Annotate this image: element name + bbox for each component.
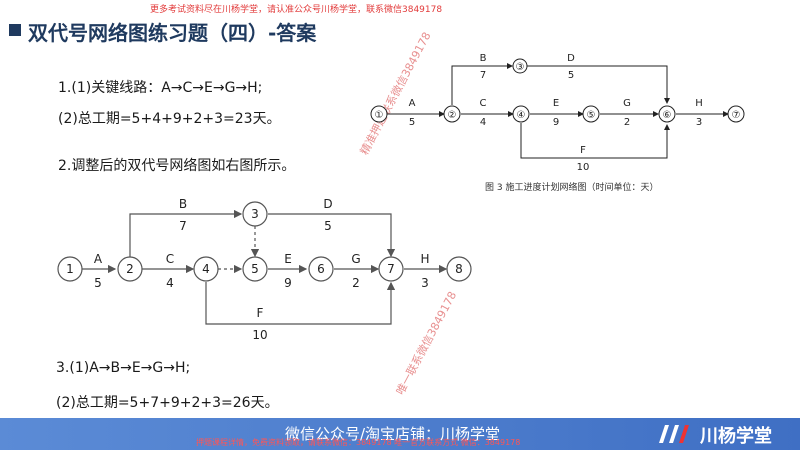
activity-name: D — [323, 197, 332, 211]
answer-1-line-2: (2)总工期=5+4+9+2+3=23天。 — [58, 111, 281, 127]
node-label: ③ — [516, 62, 525, 73]
logo-text: 川杨学堂 — [700, 426, 772, 447]
activity-name: C — [480, 98, 487, 109]
activity-duration: 10 — [252, 328, 267, 342]
node-7 — [727, 105, 745, 123]
node-label: 4 — [202, 262, 210, 276]
top-promo-watermark: 更多考试资料尽在川杨学堂，请认准公众号川杨学堂，联系微信3849178 — [150, 5, 443, 15]
answer-2: 2.调整后的双代号网络图如右图所示。 — [58, 158, 296, 174]
activity-name: E — [553, 98, 559, 109]
node-3 — [512, 58, 528, 74]
node-label: 1 — [66, 262, 74, 276]
activity-name: B — [480, 53, 487, 64]
activity-name: F — [257, 306, 264, 320]
activity-name: H — [695, 98, 703, 109]
activity-name: H — [420, 252, 429, 266]
node-label: 5 — [251, 262, 259, 276]
activity-name: F — [580, 145, 586, 156]
node-6 — [658, 105, 676, 123]
node-4 — [193, 256, 219, 282]
arrow-b — [451, 63, 513, 105]
answer-3-line-1: 3.(1)A→B→E→G→H; — [56, 360, 191, 376]
node-label: ⑦ — [732, 110, 741, 121]
activity-name: G — [351, 252, 360, 266]
title-square-icon — [9, 24, 21, 36]
activity-duration: 5 — [324, 219, 332, 233]
activity-duration: 9 — [553, 117, 559, 128]
arrow-d — [268, 213, 396, 258]
activity-name: D — [567, 53, 575, 64]
logo-icon — [659, 425, 689, 443]
arrow-b — [129, 209, 243, 258]
node-4 — [512, 105, 530, 123]
activity-duration: 7 — [480, 70, 486, 81]
node-2 — [117, 256, 143, 282]
activity-duration: 5 — [94, 276, 102, 290]
adjusted-network-diagram: 1 2 3 4 5 6 7 8 A 5 B 7 C 4 D 5 E 9 G 2 … — [57, 197, 472, 342]
node-label: ② — [448, 110, 457, 121]
activity-duration: 9 — [284, 276, 292, 290]
activity-duration: 4 — [166, 276, 174, 290]
footer-bar — [0, 418, 800, 450]
activity-duration: 7 — [179, 219, 187, 233]
node-label: 6 — [317, 262, 325, 276]
node-5 — [582, 105, 600, 123]
activity-name: E — [284, 252, 292, 266]
activity-name: C — [166, 252, 174, 266]
node-7 — [378, 256, 404, 282]
node-label: ⑤ — [587, 110, 596, 121]
node-8 — [446, 256, 472, 282]
diagram-caption: 图 3 施工进度计划网络图（时间单位：天） — [485, 181, 658, 193]
original-network-diagram: ① ② ③ ④ ⑤ ⑥ ⑦ A 5 B 7 C 4 D 5 E 9 G 2 H … — [370, 53, 745, 193]
activity-duration: 10 — [577, 162, 590, 173]
node-label: ① — [375, 110, 384, 121]
arrow-d — [527, 65, 670, 104]
activity-duration: 3 — [421, 276, 429, 290]
activity-duration: 2 — [624, 117, 630, 128]
node-label: 8 — [455, 262, 463, 276]
node-label: 3 — [251, 207, 259, 221]
activity-duration: 3 — [696, 117, 702, 128]
node-label: 2 — [126, 262, 134, 276]
activity-name: A — [94, 252, 103, 266]
node-label: ⑥ — [663, 110, 672, 121]
arrow-f — [520, 123, 670, 159]
activity-name: A — [409, 98, 416, 109]
node-6 — [308, 256, 334, 282]
activity-duration: 4 — [480, 117, 486, 128]
node-1 — [370, 105, 388, 123]
activity-duration: 2 — [352, 276, 360, 290]
activity-name: B — [179, 197, 187, 211]
footer-title: 微信公众号/淘宝店铺：川杨学堂 — [285, 425, 501, 443]
node-5 — [242, 256, 268, 282]
node-label: 7 — [387, 262, 395, 276]
answer-3-line-2: (2)总工期=5+7+9+2+3=26天。 — [56, 395, 279, 411]
activity-duration: 5 — [568, 70, 574, 81]
arrow-f — [205, 281, 396, 325]
node-2 — [443, 105, 461, 123]
activity-name: G — [623, 98, 631, 109]
answer-1-line-1: 1.(1)关键线路：A→C→E→G→H; — [58, 80, 263, 96]
node-1 — [57, 256, 83, 282]
node-3 — [242, 201, 268, 227]
footer-promo-watermark: 押题课程详情，免费资料领取，请联系微信：3849178 唯一官方联系方式 微信：… — [196, 438, 521, 447]
node-label: ④ — [517, 110, 526, 121]
activity-duration: 5 — [409, 117, 415, 128]
page-title: 双代号网络图练习题（四）-答案 — [28, 21, 317, 45]
